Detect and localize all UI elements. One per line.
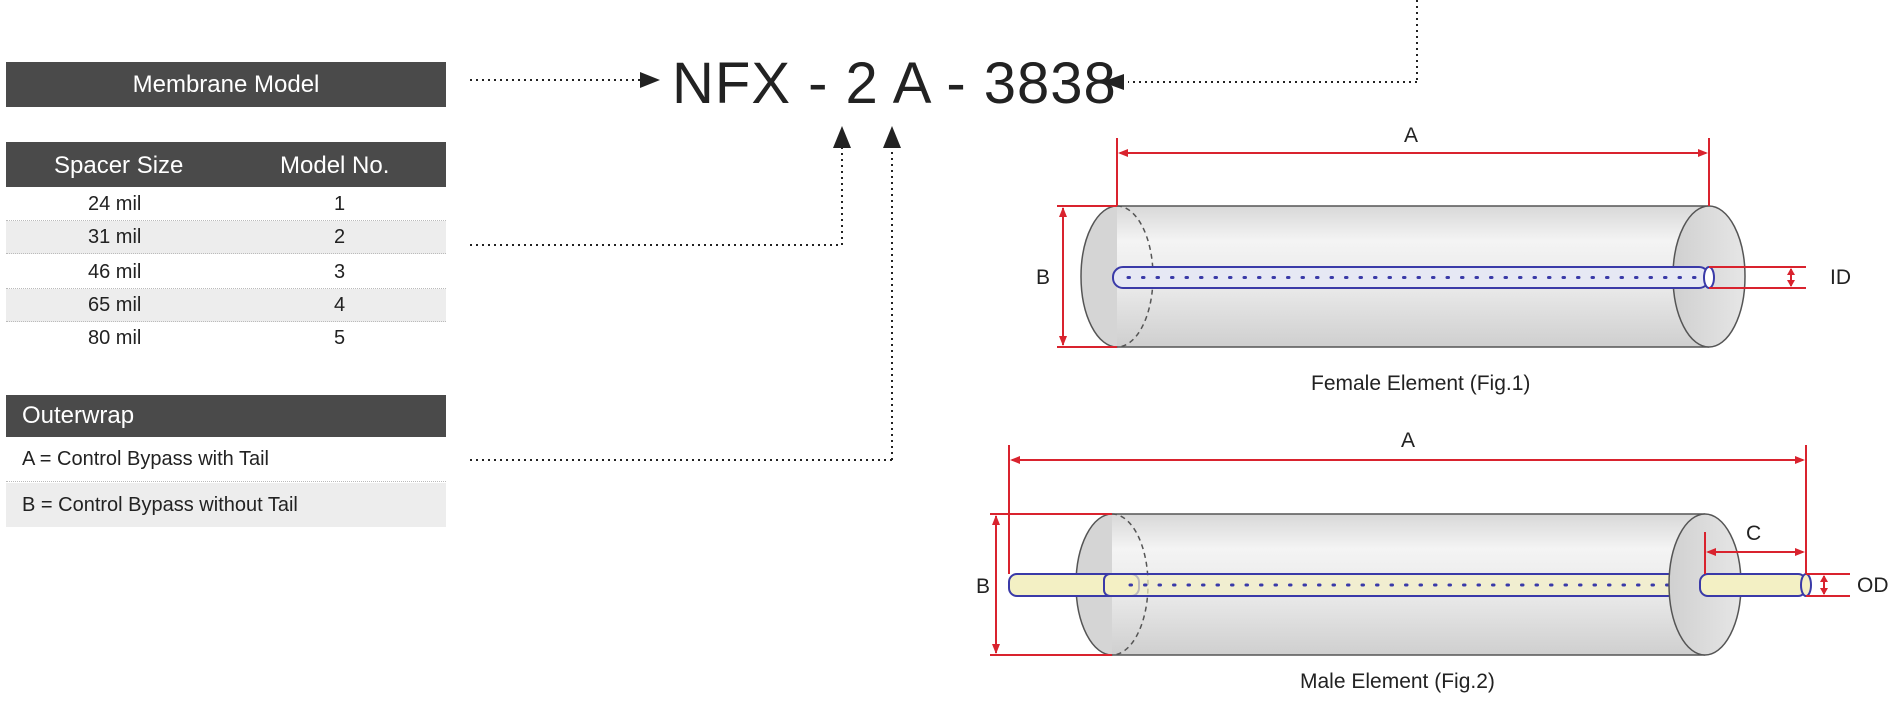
spacer-size-cell: 65 mil [88,294,142,316]
female-dim-a-label: A [1404,124,1419,147]
arrow-up-icon [883,126,901,148]
model-code-separator: - [791,51,846,116]
spacer-size-cell: 24 mil [88,193,142,215]
membrane-model-header: Membrane Model [6,62,446,107]
male-dim-od-label: OD [1857,574,1889,597]
spacer-size-cell: 31 mil [88,226,142,248]
outerwrap-option-a: A = Control Bypass with Tail [6,438,446,482]
model-no-cell: 4 [334,294,346,316]
model-code-prefix: NFX [672,51,791,116]
female-dim-id-label: ID [1830,266,1851,289]
model-no-cell: 1 [334,193,346,215]
outerwrap-label: Outerwrap [22,402,135,429]
table-row: 24 mil 1 [6,188,446,221]
spacer-table-header: Spacer Size Model No. [6,142,446,187]
model-code-outerwrap-letter: A [892,51,930,116]
spacer-size-column-header: Spacer Size [54,152,184,179]
spacer-size-cell: 80 mil [88,327,142,349]
model-no-cell: 3 [334,261,346,283]
outerwrap-option-a-label: A = Control Bypass with Tail [22,448,269,470]
female-dim-b-label: B [1036,266,1051,289]
connector-lines [470,0,1418,461]
spacer-size-cell: 46 mil [88,261,142,283]
table-row: 80 mil 5 [6,322,446,355]
model-code: NFX - 2 A - 3838 [672,50,1117,117]
male-dim-b-label: B [976,575,991,598]
female-element-caption: Female Element (Fig.1) [1311,372,1531,395]
membrane-model-label: Membrane Model [132,70,320,98]
model-code-spacer-digit: 2 [845,51,879,116]
table-row: 46 mil 3 [6,256,446,289]
male-element-figure [990,445,1850,656]
table-row: 31 mil 2 [6,221,446,254]
connector-arrows [640,72,1124,148]
male-dim-c-label: C [1746,522,1762,545]
arrow-right-icon [640,72,660,88]
arrow-up-icon [833,126,851,148]
model-no-column-header: Model No. [280,152,390,179]
male-dim-a-label: A [1401,429,1416,452]
table-row: 65 mil 4 [6,289,446,322]
arrow-left-icon [1102,74,1124,90]
outerwrap-option-b: B = Control Bypass without Tail [6,483,446,527]
model-no-cell: 2 [334,226,346,248]
outerwrap-header: Outerwrap [6,395,446,437]
model-code-size: 3838 [983,51,1117,116]
model-code-separator: - [929,51,984,116]
model-no-cell: 5 [334,327,346,349]
male-element-caption: Male Element (Fig.2) [1300,670,1495,693]
outerwrap-option-b-label: B = Control Bypass without Tail [22,493,298,516]
female-element-figure [1057,138,1806,348]
